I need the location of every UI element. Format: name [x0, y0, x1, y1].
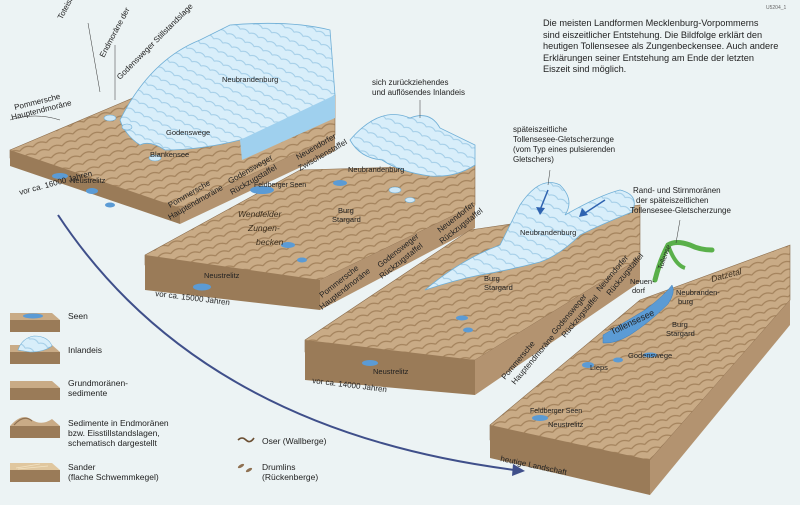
- place-lieps: Lieps: [590, 363, 608, 372]
- lake: [86, 188, 98, 194]
- place-neubrandenburg: Neubrandenburg: [222, 75, 278, 84]
- block2-front: [145, 255, 320, 310]
- basin-label-2: Zungen-: [247, 223, 280, 233]
- block2-inlandeis: [349, 114, 476, 177]
- toteis-block: [388, 186, 402, 194]
- lake: [582, 362, 594, 368]
- block1-side: [180, 135, 335, 224]
- legend-inlandeis-label: Inlandeis: [68, 345, 103, 355]
- callout-zunge-3: (vom Typ eines pulsierenden: [513, 145, 615, 154]
- callout-rand-2: der späteiszeitlichen: [636, 196, 708, 205]
- place-godenswege-b4: Godenswege: [628, 351, 672, 360]
- place-godenswege: Godenswege: [166, 128, 210, 137]
- callout-eis-2: und auflösendes Inlandeis: [372, 88, 465, 97]
- lake: [362, 360, 378, 366]
- block3-side: [475, 258, 640, 395]
- callout-eis-1: sich zurückziehendes: [372, 78, 448, 87]
- legend-line: Sedimente in Endmoränen: [68, 418, 169, 428]
- place-neubrandenburg-b3: Neubrandenburg: [520, 228, 576, 237]
- toteis-block: [148, 154, 162, 162]
- lake: [193, 283, 211, 291]
- legend-endmoraene-swatch: [10, 417, 60, 438]
- block4-side: [650, 300, 790, 495]
- image-id: U5204_1: [766, 5, 787, 11]
- block-16000: Toteisblöcke Endmoräne der Godensweger S…: [9, 0, 336, 224]
- time-arrow-head: [512, 464, 525, 476]
- place-neustrelitz-b4: Neustrelitz: [548, 420, 584, 429]
- callout-zunge-2: Tollensesee-Gletscherzunge: [513, 135, 614, 144]
- place-stargard-b2: Stargard: [332, 215, 361, 224]
- rand-stirnmoraene: [652, 240, 715, 283]
- block3-front: [305, 340, 475, 395]
- place-stargard-b4: Stargard: [666, 329, 695, 338]
- lake: [297, 257, 307, 263]
- lake: [643, 352, 657, 358]
- legend-line: (flache Schwemmkegel): [68, 472, 159, 482]
- place-neuendorf-2: dorf: [632, 286, 646, 295]
- place-blankensee: Blankensee: [150, 150, 189, 159]
- place-feldberger-b4: Feldberger Seen: [530, 408, 582, 415]
- place-burg-b3: Burg: [484, 274, 500, 283]
- tollensesee: [602, 284, 674, 344]
- ice-flow-arrow: [584, 199, 606, 214]
- legend-sander-swatch: [10, 463, 60, 482]
- block1-front: [10, 150, 180, 224]
- lake: [532, 415, 548, 421]
- callout-toteis: Toteisblöcke: [56, 0, 85, 21]
- callout-rand-3: Tollensesee-Gletscherzunge: [630, 206, 731, 215]
- lake: [105, 202, 115, 208]
- ice-flow-arrow: [539, 189, 549, 211]
- legend-line: Sander: [68, 462, 96, 472]
- block2-side: [320, 205, 475, 310]
- legend-seen-label: Seen: [68, 311, 88, 321]
- legend-oser-symbol: [237, 437, 255, 443]
- place-neustrelitz-b2: Neustrelitz: [204, 271, 240, 280]
- place-neustrelitz-b3: Neustrelitz: [373, 367, 409, 376]
- legend-line: Grundmoränen-: [68, 378, 129, 388]
- place-neubrandenburg-b4-1: Neubranden-: [676, 288, 720, 297]
- basin-label-3: becken: [256, 237, 284, 247]
- legend-grundmoraene-swatch: [10, 381, 60, 400]
- legend-drumlins-label: Drumlins (Rückenberge): [262, 462, 319, 482]
- callout-zunge-4: Gletschers): [513, 155, 554, 164]
- legend-line: bzw. Eisstillstandslagen,: [68, 428, 160, 438]
- place-stargard-b3: Stargard: [484, 283, 513, 292]
- lake: [281, 242, 295, 248]
- time-arrow: [57, 214, 516, 471]
- callout-zunge-1: späteiszeitliche: [513, 125, 568, 134]
- legend-drumlins-symbol: [237, 463, 253, 473]
- place-burg-b4: Burg: [672, 320, 688, 329]
- lake: [463, 327, 473, 333]
- place-neubrandenburg-b2: Neubrandenburg: [348, 165, 404, 174]
- legend-line: schematisch dargestellt: [68, 438, 157, 448]
- legend-oser-label: Oser (Wallberge): [262, 436, 327, 446]
- toteis-block: [404, 197, 416, 203]
- toteis-block: [121, 123, 133, 131]
- legend-line: sedimente: [68, 388, 108, 398]
- place-burg-b2: Burg: [338, 206, 354, 215]
- lake: [250, 186, 274, 194]
- callout-rand-1: Rand- und Stirnmoränen: [633, 186, 721, 195]
- block4-front: [490, 425, 650, 495]
- lake: [52, 173, 68, 179]
- legend-sander-label: Sander(flache Schwemmkegel): [68, 462, 159, 482]
- lake: [333, 180, 347, 186]
- basin-label-1: Wendfelder: [238, 209, 282, 219]
- legend-seen-swatch: [10, 313, 60, 332]
- lake: [613, 357, 623, 363]
- legend-grundmoraene-label: Grundmoränen-sedimente: [68, 378, 128, 398]
- place-neuendorf-1: Neuen-: [630, 277, 655, 286]
- place-feldberger-b2: Feldberger Seen: [254, 182, 306, 189]
- toteis-block: [103, 114, 117, 122]
- lake: [456, 315, 468, 321]
- place-neubrandenburg-b4-2: burg: [678, 297, 693, 306]
- intro-text: Die meisten Landformen Mecklenburg-Vorpo…: [543, 18, 779, 75]
- place-neustrelitz: Neustrelitz: [70, 176, 106, 185]
- block1-ice-side: [240, 95, 335, 160]
- legend-inlandeis-swatch: [10, 335, 60, 364]
